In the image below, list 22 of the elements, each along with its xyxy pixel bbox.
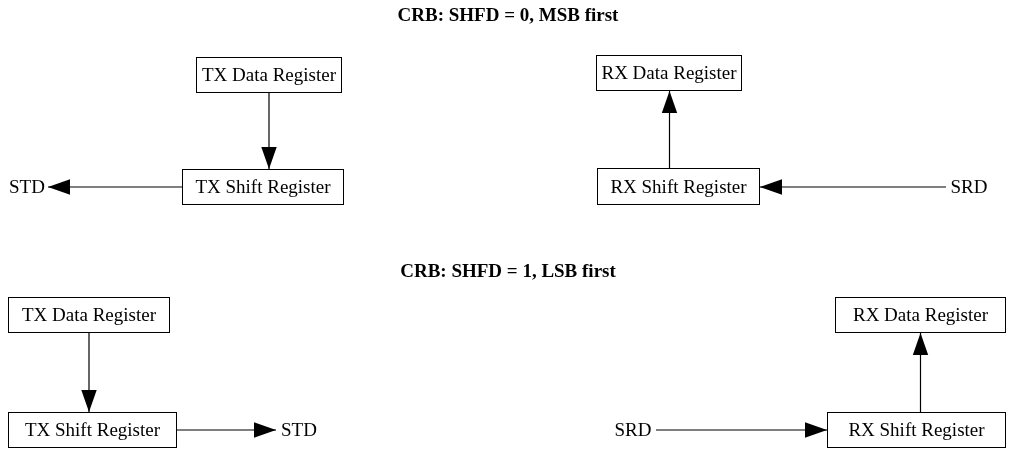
register-box: TX Data Register xyxy=(196,57,342,93)
arrow xyxy=(912,332,929,413)
arrow xyxy=(261,92,277,170)
arrow xyxy=(47,179,183,195)
arrow xyxy=(655,422,828,438)
arrow xyxy=(176,422,277,438)
register-box: TX Shift Register xyxy=(8,412,177,448)
arrow xyxy=(81,332,97,413)
signal-label: SRD xyxy=(950,174,988,200)
section-heading: CRB: SHFD = 1, LSB first xyxy=(400,260,616,282)
register-box: TX Data Register xyxy=(8,297,170,333)
register-box: RX Shift Register xyxy=(827,412,1006,448)
register-box: RX Data Register xyxy=(596,55,742,91)
signal-label: SRD xyxy=(614,417,652,443)
section-heading: CRB: SHFD = 0, MSB first xyxy=(397,4,619,26)
register-box: TX Shift Register xyxy=(182,169,344,205)
register-box: RX Data Register xyxy=(835,297,1006,333)
register-box: RX Shift Register xyxy=(597,168,760,205)
arrow xyxy=(759,179,947,195)
signal-label: STD xyxy=(10,174,44,200)
arrow xyxy=(661,90,678,169)
signal-label: STD xyxy=(280,417,318,443)
